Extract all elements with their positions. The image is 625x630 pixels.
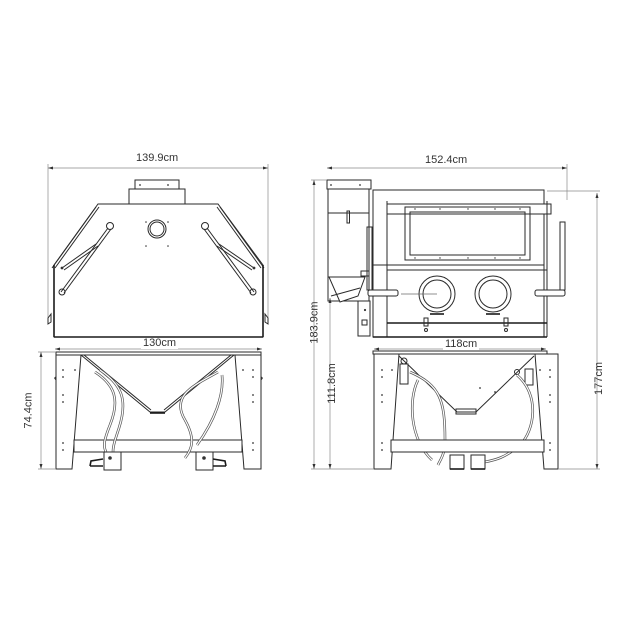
top-vent-box — [128, 179, 186, 205]
dimension-line-base-width-side — [55, 347, 262, 351]
stand-side — [54, 336, 263, 471]
dimension-line-stand-height — [38, 351, 56, 470]
dust-collector — [326, 179, 372, 303]
dimension-line-working-height — [328, 298, 332, 469]
label-side-overall-width: 139.9cm — [136, 152, 179, 164]
side-view — [38, 164, 269, 471]
label-cabinet-height: 177cm — [593, 361, 606, 396]
label-working-height: 111.8cm — [325, 363, 338, 404]
dimension-line-overall-width-side — [47, 164, 269, 318]
label-overall-height: 183.9cm — [308, 301, 321, 344]
dimension-line-overall-width-front — [327, 164, 568, 200]
cabinet-body — [357, 189, 566, 338]
label-front-overall-width: 152.4cm — [425, 154, 468, 166]
dimension-line-cabinet-height — [547, 190, 600, 470]
front-view — [311, 164, 600, 470]
label-side-base-width: 130cm — [141, 337, 179, 349]
label-stand-height: 74.4cm — [22, 392, 35, 429]
label-front-base-width: 118cm — [443, 338, 480, 350]
dimension-line-overall-height — [311, 179, 374, 470]
stand-front — [372, 350, 559, 470]
cabinet-hood — [47, 203, 269, 338]
